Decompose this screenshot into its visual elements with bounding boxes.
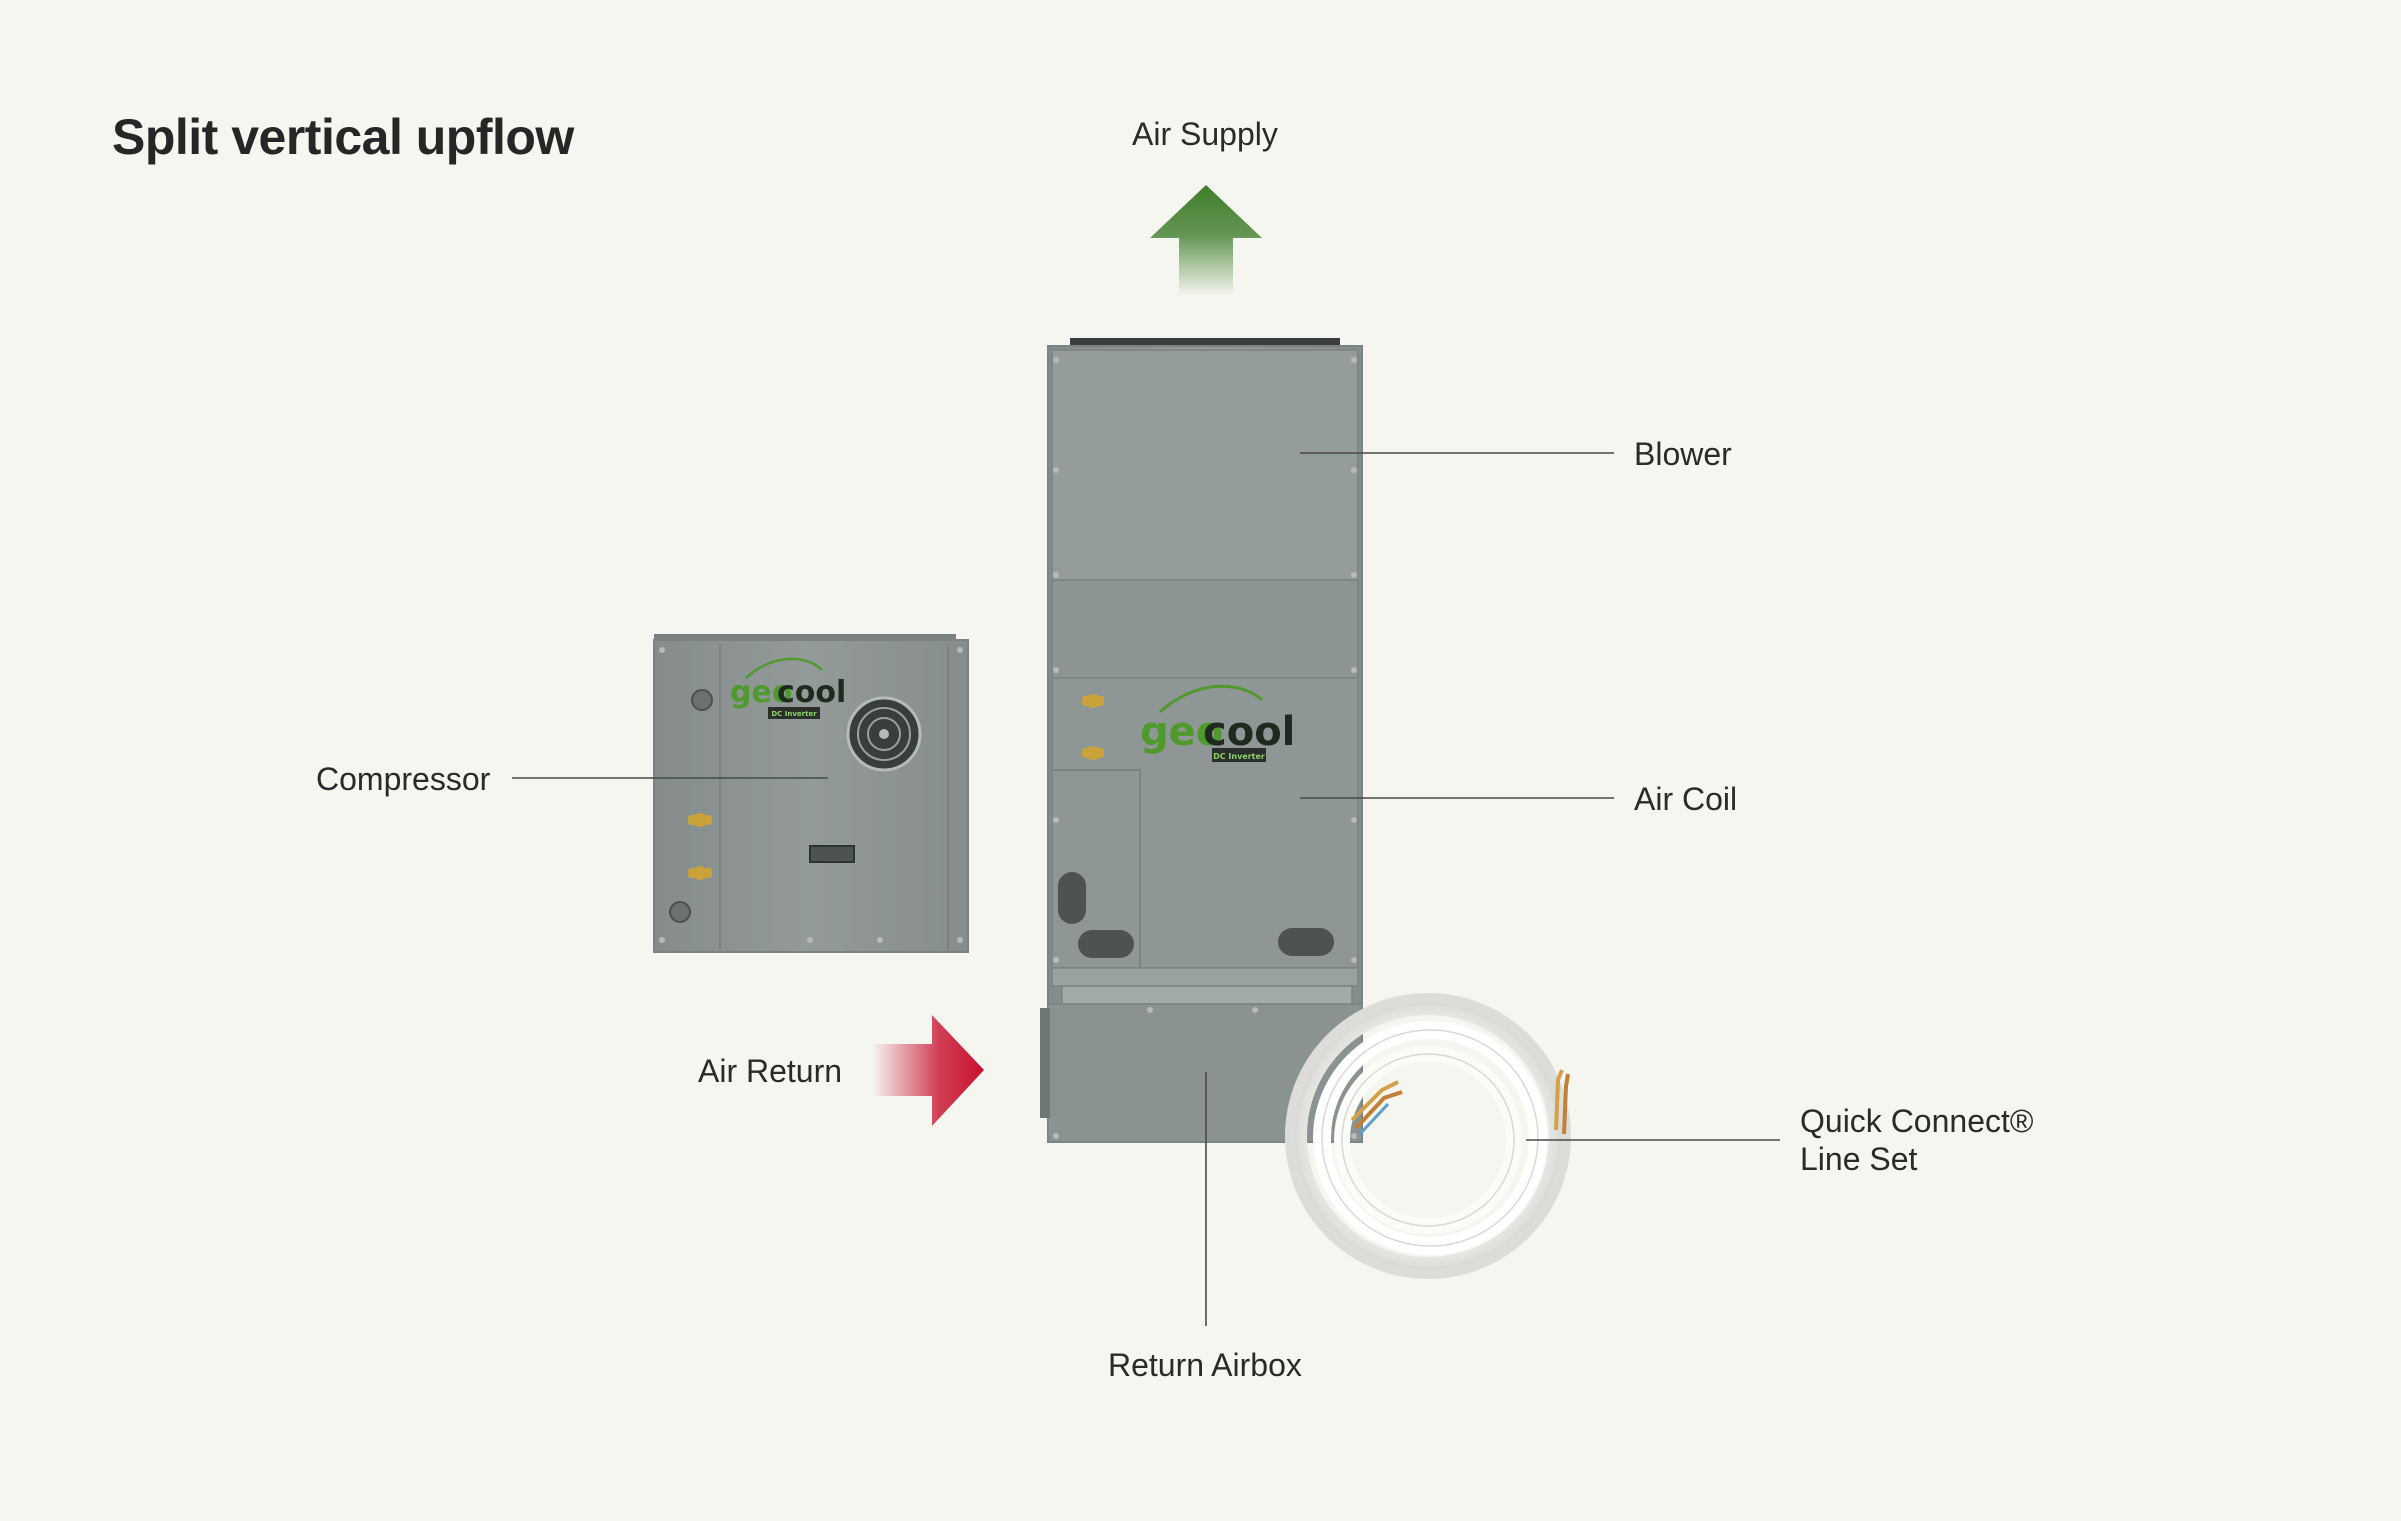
compressor-label: Compressor	[316, 761, 491, 797]
line-set-coil	[1285, 993, 1571, 1279]
air-handler-unit: geo cool DC Inverter	[1040, 338, 1363, 1143]
svg-text:cool: cool	[1203, 709, 1295, 755]
line-set-label-line2: Line Set	[1800, 1141, 1918, 1177]
air-coil-label: Air Coil	[1634, 781, 1738, 817]
air-return-arrow-icon	[872, 1015, 984, 1126]
geocool-logo: geo	[1140, 709, 1223, 755]
svg-text:geo: geo	[730, 675, 792, 710]
air-supply-arrow-icon	[1150, 185, 1262, 296]
leader-lines	[512, 452, 1780, 1326]
page-title: Split vertical upflow	[112, 109, 574, 165]
dc-inverter-badge: DC Inverter	[1213, 752, 1265, 761]
line-set-label-line1: Quick Connect®	[1800, 1103, 2034, 1139]
compressor-unit: geo cool DC Inverter	[653, 634, 969, 953]
svg-text:DC Inverter: DC Inverter	[771, 710, 817, 718]
air-supply-label: Air Supply	[1132, 116, 1278, 152]
line-set-label: Quick Connect® Line Set	[1800, 1102, 2033, 1178]
blower-label: Blower	[1634, 436, 1732, 472]
svg-text:cool: cool	[777, 675, 846, 710]
return-airbox-label: Return Airbox	[1108, 1347, 1302, 1383]
air-return-label: Air Return	[698, 1053, 843, 1089]
